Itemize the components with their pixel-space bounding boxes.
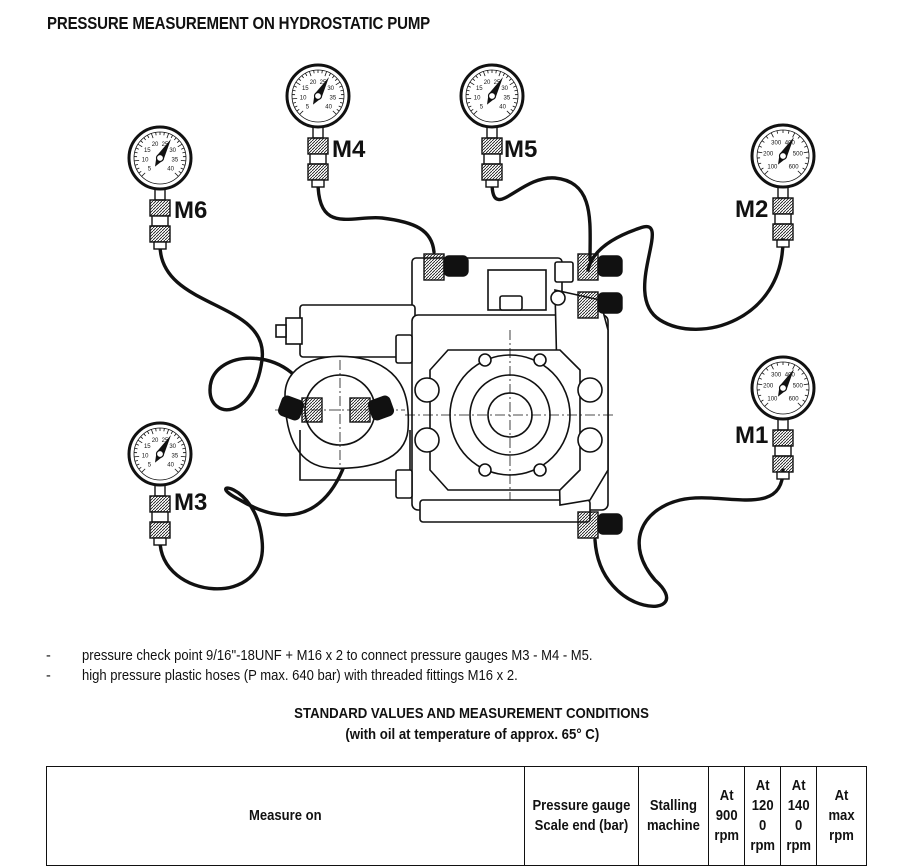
- gauge-scale-number: 30: [169, 444, 176, 450]
- gauge-fitting: [308, 126, 328, 187]
- gauge-label-m6: M6: [174, 197, 207, 224]
- gauge-scale-number: 15: [302, 86, 309, 92]
- gauge-scale-number: 10: [474, 96, 481, 102]
- section-subtitle: (with oil at temperature of approx. 65° …: [0, 726, 910, 743]
- gauge-scale-number: 300: [771, 373, 782, 379]
- gauge-scale-number: 40: [499, 105, 506, 111]
- fitting-m5-port: [578, 254, 622, 280]
- gauge-scale-number: 10: [142, 454, 149, 460]
- gauge-scale-number: 100: [767, 165, 778, 171]
- fitting-m1-port: [578, 512, 622, 538]
- gauge-label-m2: M2: [735, 196, 768, 223]
- gauge-scale-number: 10: [142, 158, 149, 164]
- gauge-fitting: [773, 418, 793, 479]
- gauge-scale-number: 500: [793, 384, 804, 390]
- gauge-scale-number: 600: [789, 165, 800, 171]
- gauge-scale-number: 35: [172, 158, 179, 164]
- gauge-label-m4: M4: [332, 136, 366, 163]
- gauge-scale-number: 35: [330, 96, 337, 102]
- note-bullet: -: [46, 646, 51, 666]
- section-title: STANDARD VALUES AND MEASUREMENT CONDITIO…: [0, 705, 910, 722]
- gauge-scale-number: 10: [300, 96, 307, 102]
- hose-m1: [595, 470, 783, 606]
- note-bullet: -: [46, 666, 51, 686]
- gauge-scale-number: 300: [771, 141, 782, 147]
- page-title: PRESSURE MEASUREMENT ON HYDROSTATIC PUMP: [47, 13, 430, 34]
- gauge-scale-number: 200: [763, 152, 774, 158]
- gauge-scale-number: 30: [501, 86, 508, 92]
- gauge-scale-number: 30: [169, 148, 176, 154]
- gauge-scale-number: 20: [310, 80, 317, 86]
- gauge-scale-number: 200: [763, 384, 774, 390]
- gauge-m2: 100200300400500600M2: [735, 125, 814, 247]
- gauge-scale-number: 40: [325, 105, 332, 111]
- gauge-scale-number: 20: [484, 80, 491, 86]
- gauge-fitting: [150, 188, 170, 249]
- hose-m4: [318, 182, 434, 252]
- hose-m5: [492, 178, 590, 260]
- gauge-label-m1: M1: [735, 422, 768, 449]
- gauge-scale-number: 35: [504, 96, 511, 102]
- gauge-scale-number: 600: [789, 397, 800, 403]
- note-text: pressure check point 9/16"-18UNF + M16 x…: [82, 646, 593, 666]
- gauge-scale-number: 30: [327, 86, 334, 92]
- gauge-scale-number: 100: [767, 397, 778, 403]
- gauge-scale-number: 15: [144, 148, 151, 154]
- gauge-scale-number: 40: [167, 167, 174, 173]
- gauge-scale-number: 15: [476, 86, 483, 92]
- gauge-scale-number: 20: [152, 142, 159, 148]
- note-text: high pressure plastic hoses (P max. 640 …: [82, 666, 518, 686]
- gauge-scale-number: 500: [793, 152, 804, 158]
- gauge-fitting: [150, 484, 170, 545]
- gauge-label-m3: M3: [174, 489, 207, 516]
- gauge-scale-number: 15: [144, 444, 151, 450]
- hose-m2: [588, 227, 783, 330]
- gauge-fitting: [482, 126, 502, 187]
- gauge-label-m5: M5: [504, 136, 537, 163]
- header-measure-on: Measure on: [47, 767, 525, 866]
- gauge-scale-number: 35: [172, 454, 179, 460]
- pump-body: [276, 258, 608, 522]
- gauge-m1: 100200300400500600M1: [735, 357, 814, 479]
- gauge-scale-number: 20: [152, 438, 159, 444]
- gauge-fitting: [773, 186, 793, 247]
- gauge-scale-number: 40: [167, 463, 174, 469]
